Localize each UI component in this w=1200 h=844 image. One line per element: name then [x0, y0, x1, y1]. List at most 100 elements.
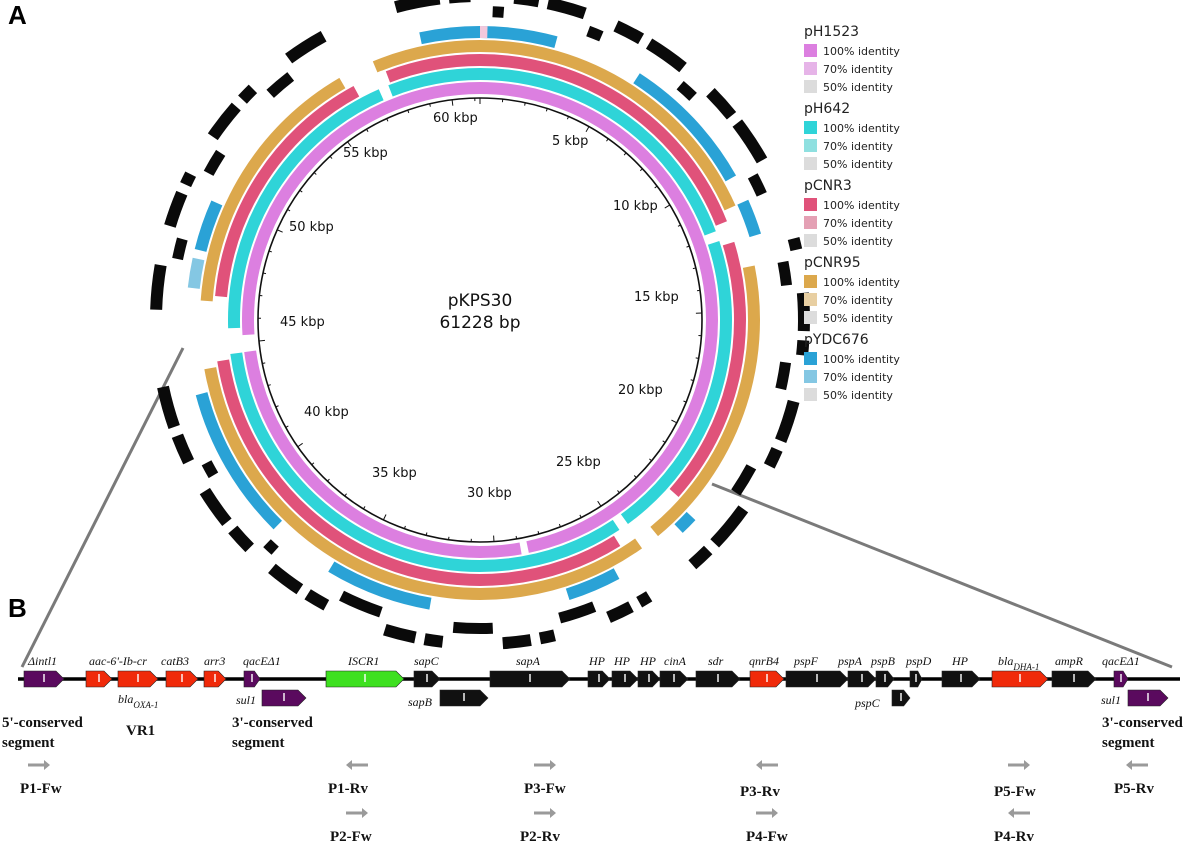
cds-block	[586, 25, 604, 42]
cds-block	[513, 0, 540, 8]
kbp-tick	[258, 339, 266, 342]
cds-block	[164, 190, 188, 228]
legend-swatch	[804, 62, 817, 75]
cds-block	[710, 505, 749, 548]
kbp-tick	[524, 102, 526, 106]
pydc676-identity-arc	[195, 392, 282, 530]
cds-block	[546, 0, 587, 20]
kbp-tick	[407, 109, 410, 114]
ph642-identity-arc	[620, 241, 732, 525]
kbp-tick	[347, 141, 352, 147]
kbp-tick	[633, 475, 637, 478]
gene-label: sapC	[414, 654, 440, 668]
gene-label: qacEΔ1	[1102, 654, 1140, 668]
primer-arrow-icon	[28, 760, 50, 770]
primer-arrow-icon	[1126, 760, 1148, 770]
primer-label: P5-Fw	[994, 784, 1036, 800]
legend-title: pCNR95	[804, 255, 861, 271]
gene-label: blaOXA-1	[118, 692, 158, 710]
cds-block	[304, 589, 330, 611]
primer-arrow-icon	[756, 760, 778, 770]
legend-swatch	[804, 388, 817, 401]
circular-plasmid-map: 60 kbp 5 kbp 10 kbp 15 kbp 20 kbp 25 kbp…	[150, 0, 810, 650]
legend-swatch	[804, 216, 817, 229]
kbp-label-5: 5 kbp	[552, 134, 588, 149]
kbp-tick	[287, 209, 291, 212]
kbp-label-55: 55 kbp	[343, 146, 388, 161]
gene-label: aac-6'-Ib-cr	[89, 654, 147, 668]
legend-swatch	[804, 139, 817, 152]
kbp-tick	[690, 379, 694, 382]
legend-swatch	[804, 121, 817, 134]
kbp-tick	[344, 493, 347, 497]
kbp-tick	[662, 440, 666, 443]
cds-block	[383, 623, 417, 644]
kbp-label-60: 60 kbp	[433, 111, 478, 126]
cds-block	[285, 30, 327, 64]
legend-title: pH1523	[804, 24, 859, 40]
cds-block	[394, 0, 441, 13]
legend-swatch	[804, 157, 817, 170]
gene-label: blaDHA-1	[998, 654, 1039, 672]
pcnr95-identity-arc	[650, 265, 760, 537]
kbp-tick	[262, 362, 266, 364]
kbp-tick	[327, 478, 330, 482]
legend-level-label: 100% identity	[823, 199, 900, 212]
cds-block	[796, 339, 810, 356]
cds-block	[492, 6, 505, 18]
cds-block	[777, 260, 793, 286]
gene-label: HP	[639, 654, 657, 668]
gene-label: HP	[951, 654, 969, 668]
primer-label: P2-Rv	[520, 829, 560, 844]
ph642-identity-arc	[230, 352, 620, 572]
cds-block	[172, 237, 188, 261]
primer-arrow-icon	[1008, 808, 1030, 818]
legend-swatch	[804, 293, 817, 306]
gene-label-subscript: OXA-1	[133, 700, 158, 710]
pcnr95-identity-arc	[200, 77, 346, 302]
primer-label: P1-Fw	[20, 781, 62, 797]
cds-block	[199, 487, 232, 527]
gene-label: HP	[588, 654, 606, 668]
kbp-tick	[297, 442, 303, 448]
gene-label: Δintl1	[27, 654, 57, 668]
vr1-label: VR1	[126, 723, 155, 739]
gene-label: sul1	[236, 693, 256, 707]
panel-a-label: A	[8, 0, 27, 30]
cds-block	[747, 173, 767, 197]
kbp-tick	[579, 514, 582, 518]
kbp-tick	[311, 462, 315, 466]
legend-swatch	[804, 234, 817, 247]
cds-block	[180, 171, 197, 188]
cds-block	[731, 464, 757, 496]
kbp-tick	[623, 152, 627, 156]
ph642-identity-arc	[479, 68, 716, 236]
three-prime-segment-1-line1: 3'-conserved	[232, 715, 313, 731]
ph1523-identity-arc	[244, 350, 522, 558]
legend-swatch	[804, 311, 817, 324]
cds-block	[688, 545, 713, 570]
kbp-label-35: 35 kbp	[372, 466, 417, 481]
cds-block	[423, 633, 444, 648]
legend-level-label: 70% identity	[823, 140, 893, 153]
cds-block	[203, 149, 226, 176]
legend-swatch	[804, 275, 817, 288]
cds-block	[150, 264, 167, 310]
legend-level-label: 70% identity	[823, 217, 893, 230]
primer-label: P2-Fw	[330, 829, 372, 844]
kbp-tick	[275, 405, 279, 408]
legend-swatch	[804, 352, 817, 365]
primer-label: P4-Rv	[994, 829, 1034, 844]
kbp-tick	[671, 419, 677, 424]
ph1523-identity-arc	[479, 82, 718, 553]
kbp-label-30: 30 kbp	[467, 486, 512, 501]
kbp-tick	[606, 138, 609, 142]
cds-block	[207, 102, 241, 141]
cds-block	[645, 38, 687, 73]
kbp-tick	[451, 99, 454, 106]
cds-block	[613, 20, 645, 45]
kbp-tick	[686, 245, 690, 248]
